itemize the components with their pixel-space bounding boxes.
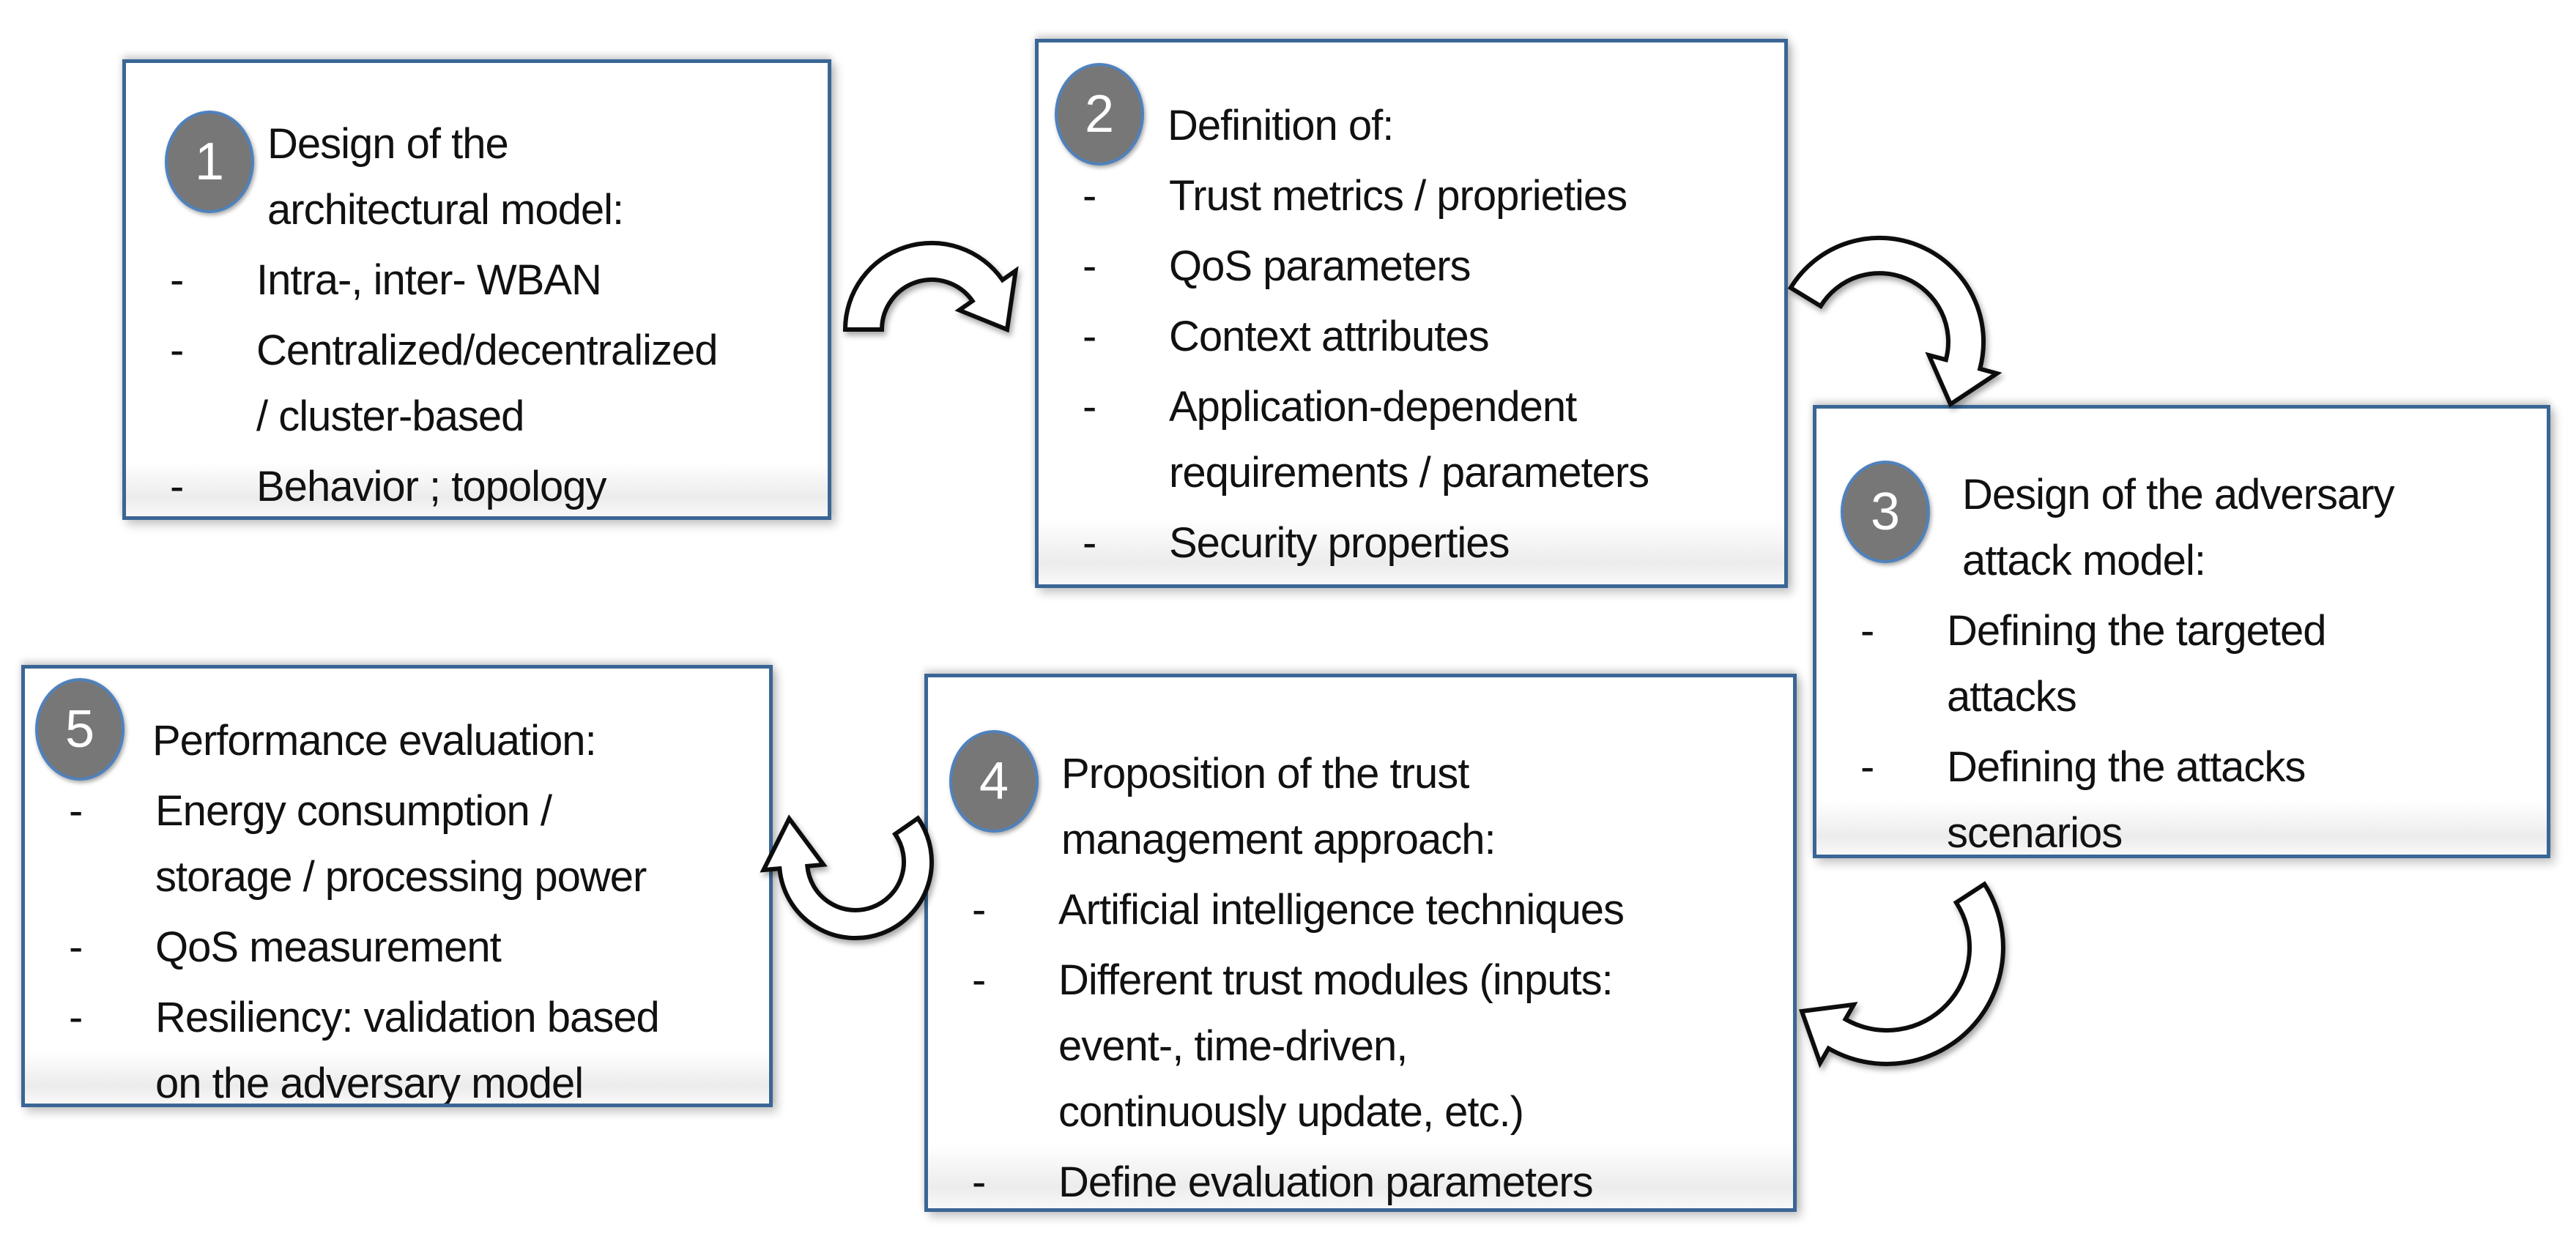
bullet-item: - Artificial intelligence techniques [946, 877, 1775, 943]
bullet-dash: - [69, 787, 83, 835]
bullet-text: QoS measurement [155, 923, 502, 971]
bullet-item: - Energy consumption / storage / processi… [42, 778, 751, 910]
step-number-badge-4: 4 [949, 730, 1039, 833]
step-title-3: Design of the adversary attack model: [1962, 471, 2395, 584]
bullet-item: - Defining the targeted attacks [1834, 598, 2529, 730]
step-bullets-1: - Intra-, inter- WBAN - Centralized/decent… [144, 248, 810, 516]
arrow-step2-to-step3 [1787, 235, 2002, 408]
step-number-badge-5: 5 [35, 678, 125, 781]
bullet-item: - Different trust modules (inputs: event-… [946, 948, 1775, 1145]
bullet-item: - Behavior ; topology [144, 454, 810, 516]
bullet-text: Behavior ; topology [256, 463, 607, 510]
step-box-2: 2 Definition of: - Trust metrics / propri… [1035, 39, 1788, 588]
bullet-dash: - [69, 994, 83, 1041]
bullet-item: - Context attributes [1056, 304, 1767, 370]
bullet-item: - Resiliency: validation based on the adv… [42, 985, 751, 1107]
bullet-text: Centralized/decentralized / cluster-base… [256, 327, 718, 440]
bullet-item: - Trust metrics / proprieties [1056, 163, 1767, 229]
bullet-item: - Application-dependent requirements / pa… [1056, 374, 1767, 506]
step-number-4: 4 [979, 752, 1009, 811]
step-number-badge-3: 3 [1841, 461, 1930, 563]
step-number-2: 2 [1084, 85, 1115, 144]
step-title-2: Definition of: [1168, 102, 1394, 149]
bullet-text: Resiliency: validation based on the adve… [155, 994, 660, 1107]
step-number-5: 5 [64, 700, 95, 759]
bullet-dash: - [1083, 242, 1096, 290]
arrow-step4-to-step5 [760, 814, 934, 941]
bullet-text: Different trust modules (inputs: event-,… [1058, 956, 1614, 1136]
step-bullets-3: - Defining the targeted attacks - Defining… [1834, 598, 2529, 857]
bullet-dash: - [972, 1158, 986, 1206]
bullet-text: Energy consumption / storage / processin… [155, 787, 647, 901]
bullet-text: Defining the attacks scenarios [1947, 743, 2306, 857]
arrow-step3-to-step4 [1798, 881, 2005, 1068]
bullet-text: Context attributes [1169, 313, 1490, 360]
bullet-dash: - [170, 327, 184, 374]
bullet-item: - Define evaluation parameters [946, 1150, 1775, 1208]
bullet-item: - QoS measurement [42, 915, 751, 981]
bullet-text: Define evaluation parameters [1058, 1158, 1594, 1206]
step-box-5: 5 Performance evaluation: - Energy consum… [21, 665, 773, 1107]
step-title-1: Design of the architectural model: [267, 120, 624, 234]
step-box-4: 4 Proposition of the trust management ap… [924, 674, 1797, 1212]
bullet-dash: - [1083, 383, 1096, 431]
bullet-text: Artificial intelligence techniques [1058, 886, 1625, 934]
bullet-dash: - [1860, 743, 1874, 791]
bullet-item: - Intra-, inter- WBAN [144, 248, 810, 313]
bullet-text: Intra-, inter- WBAN [256, 256, 602, 304]
bullet-dash: - [1083, 172, 1096, 220]
bullet-dash: - [1083, 519, 1096, 567]
step-number-3: 3 [1870, 483, 1901, 541]
bullet-text: QoS parameters [1169, 242, 1471, 290]
bullet-dash: - [972, 886, 986, 934]
bullet-text: Trust metrics / proprieties [1169, 172, 1627, 220]
bullet-item: - Centralized/decentralized / cluster-bas… [144, 318, 810, 450]
bullet-dash: - [170, 256, 184, 304]
step-bullets-5: - Energy consumption / storage / processi… [42, 778, 751, 1107]
bullet-dash: - [972, 956, 986, 1004]
step-title-5: Performance evaluation: [152, 717, 597, 764]
step-title-4: Proposition of the trust management appr… [1061, 750, 1496, 863]
bullet-text: Defining the targeted attacks [1947, 607, 2326, 721]
bullet-item: - Defining the attacks scenarios [1834, 734, 2529, 857]
arrow-step1-to-step2 [842, 240, 1019, 333]
bullet-dash: - [69, 923, 83, 971]
step-number-1: 1 [194, 133, 225, 191]
bullet-dash: - [170, 463, 184, 510]
bullet-text: Application-dependent requirements / par… [1169, 383, 1649, 496]
step-bullets-4: - Artificial intelligence techniques - Dif… [946, 877, 1775, 1208]
bullet-dash: - [1860, 607, 1874, 655]
bullet-dash: - [1083, 313, 1096, 360]
step-box-3: 3 Design of the adversary attack model: … [1813, 405, 2550, 858]
bullet-item: - Security properties [1056, 510, 1767, 576]
step-number-badge-2: 2 [1055, 63, 1144, 165]
bullet-item: - QoS parameters [1056, 234, 1767, 299]
step-bullets-2: - Trust metrics / proprieties - QoS parame… [1056, 163, 1767, 576]
step-number-badge-1: 1 [165, 111, 254, 213]
step-box-1: 1 Design of the architectural model: - In… [122, 59, 831, 520]
bullet-text: Security properties [1169, 519, 1510, 567]
